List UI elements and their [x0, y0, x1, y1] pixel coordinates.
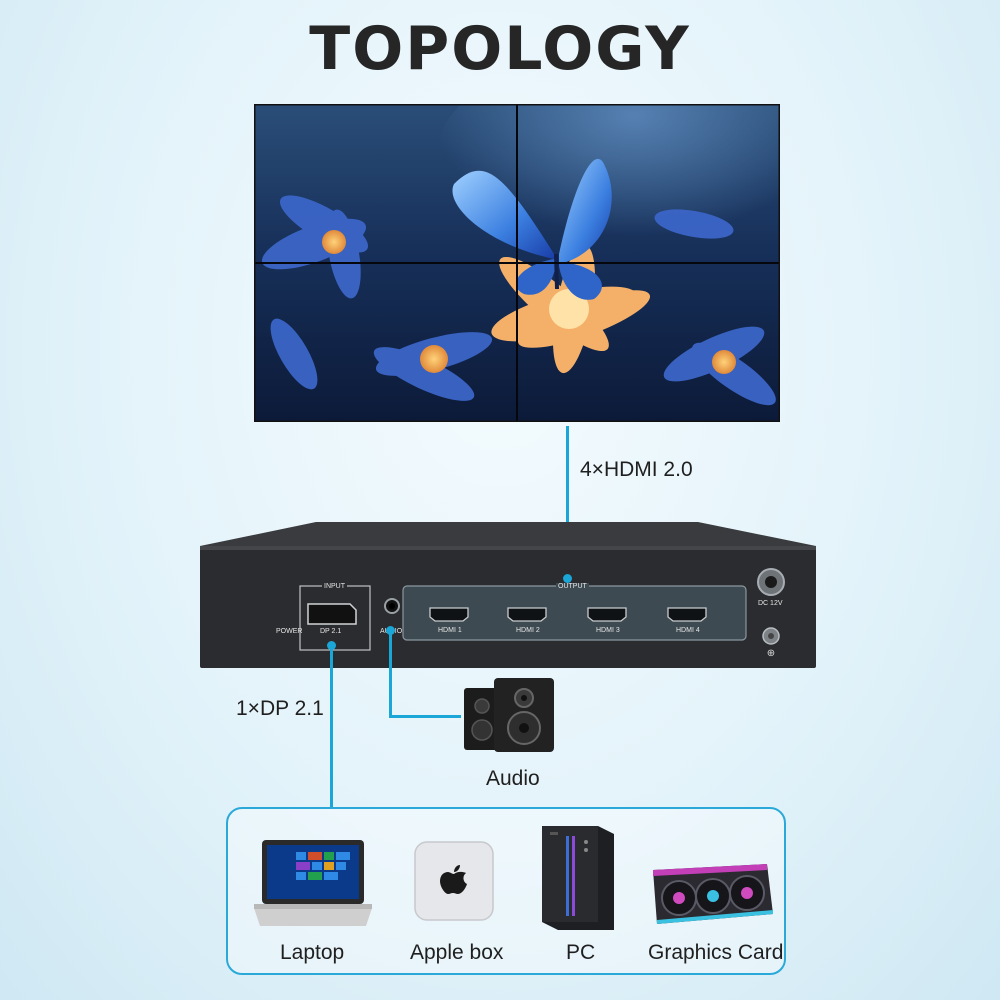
speaker-icon	[464, 678, 554, 752]
input-link-label: 1×DP 2.1	[236, 697, 324, 720]
diagram-title: TOPOLOGY	[309, 14, 691, 84]
output-link-line	[566, 426, 569, 578]
video-wall-controller-device: ⊕ INPUT OUTPUT POWER DP 2.1 AUDIO HDMI 1…	[198, 522, 818, 672]
dp-port-label: DP 2.1	[320, 628, 342, 635]
pc-tower-icon	[542, 826, 614, 930]
input-link-dot	[327, 641, 336, 650]
svg-text:⊕: ⊕	[767, 648, 775, 659]
apple-box-icon	[414, 841, 494, 921]
laptop-source	[252, 838, 374, 937]
hdmi-port-label-3: HDMI 3	[596, 627, 620, 634]
output-header-label: OUTPUT	[556, 583, 589, 590]
output-link-dot	[563, 574, 572, 583]
hdmi-port-label-1: HDMI 1	[438, 627, 462, 634]
apple-box-source	[413, 840, 495, 929]
video-wall-image	[252, 44, 834, 424]
speakers	[462, 676, 556, 759]
hdmi-port-label-2: HDMI 2	[516, 627, 540, 634]
source-label-apple-box: Apple box	[410, 941, 504, 964]
hdmi-port-label-4: HDMI 4	[676, 627, 700, 634]
input-header-label: INPUT	[322, 583, 347, 590]
dc-power-label: DC 12V	[758, 600, 783, 607]
video-wall	[252, 44, 834, 424]
audio-link-line-horizontal	[389, 715, 461, 718]
input-link-line	[330, 646, 333, 808]
source-label-laptop: Laptop	[280, 941, 345, 964]
output-link-label: 4×HDMI 2.0	[580, 458, 693, 481]
laptop-icon	[254, 840, 372, 926]
power-label: POWER	[276, 628, 303, 635]
audio-label: Audio	[486, 767, 540, 790]
pc-source	[538, 822, 618, 939]
source-label-graphics-card: Graphics Card	[648, 941, 784, 964]
graphics-card-source	[649, 860, 775, 935]
graphics-card-icon	[653, 864, 773, 924]
source-label-pc: PC	[566, 941, 596, 964]
audio-link-line-vertical	[389, 630, 392, 718]
